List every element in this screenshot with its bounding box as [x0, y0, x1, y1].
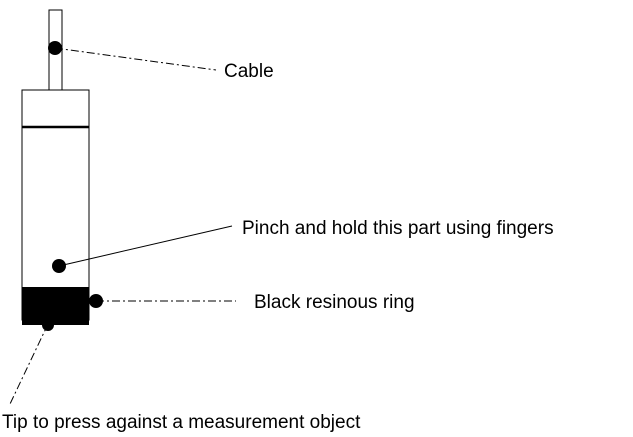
- black-resinous-ring: [22, 287, 89, 325]
- cable-label: Cable: [224, 61, 274, 82]
- probe-housing: [21, 89, 90, 321]
- pinch-callout-dot: [52, 259, 66, 273]
- tip-leader-line: [9, 323, 49, 405]
- tip-label: Tip to press against a measurement objec…: [2, 412, 361, 433]
- pinch-leader-line: [58, 225, 233, 267]
- ring-label: Black resinous ring: [254, 292, 415, 313]
- cable-callout-dot: [48, 41, 62, 55]
- pinch-label: Pinch and hold this part using fingers: [242, 218, 554, 239]
- tip-callout-dot: [42, 319, 54, 331]
- cable-leader-line: [54, 47, 217, 71]
- ring-callout-dot: [89, 294, 103, 308]
